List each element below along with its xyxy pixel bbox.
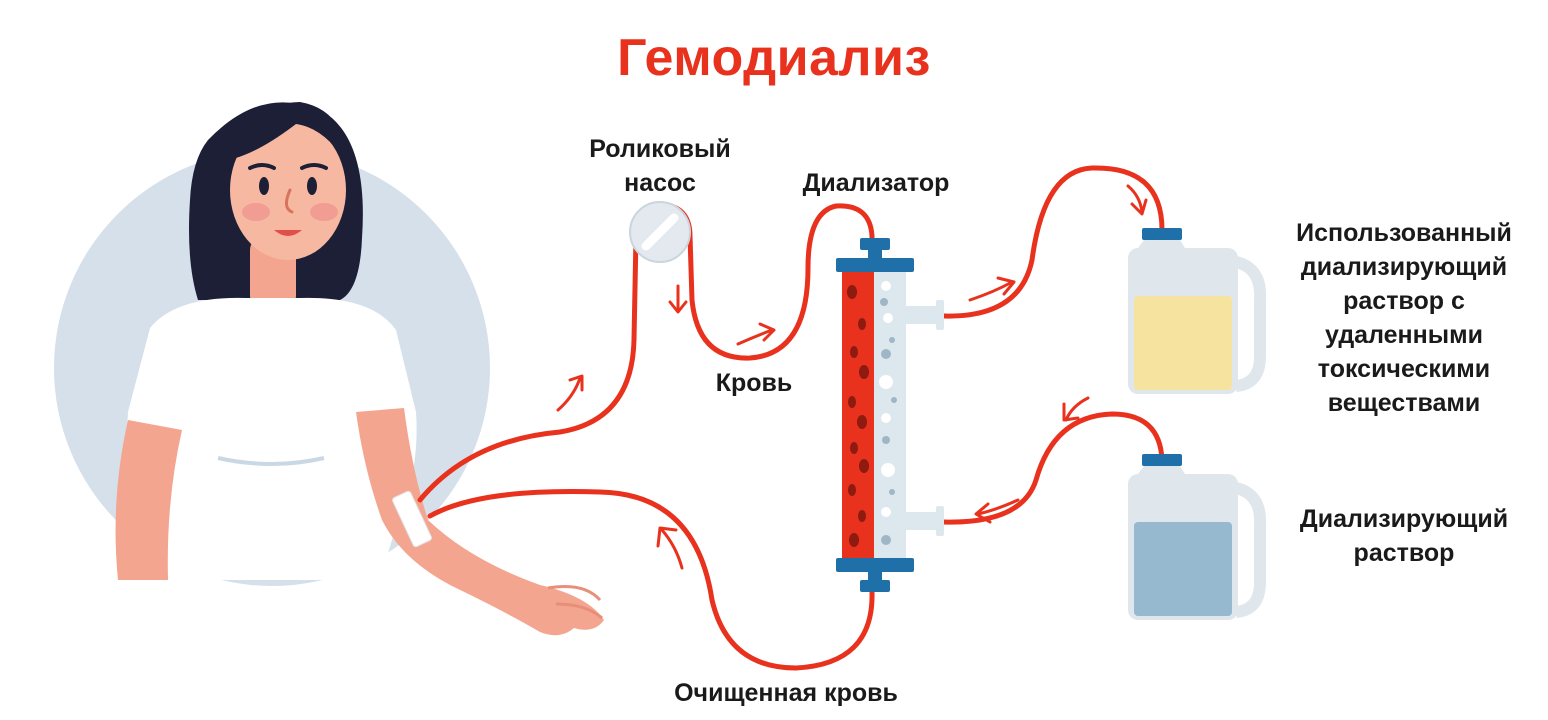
arrow-up-arm xyxy=(556,374,584,412)
flow-arrows xyxy=(556,184,1148,570)
arrow-right-used xyxy=(968,276,1016,302)
arrow-up-return xyxy=(656,526,684,570)
diagram-title: Гемодиализ xyxy=(617,29,931,87)
patient-figure xyxy=(115,102,604,636)
mouth xyxy=(274,230,302,236)
fresh-solution-label: Диализирующий раствор xyxy=(1299,505,1509,567)
dialyzer-label: Диализатор xyxy=(802,169,950,197)
arrow-down-pump xyxy=(668,284,688,314)
left-arm xyxy=(115,420,182,580)
left-eye xyxy=(259,177,269,195)
fresh-solution-jug xyxy=(1128,454,1267,620)
arrow-down-used-jug xyxy=(1126,184,1148,216)
arrow-right-blood xyxy=(736,322,776,346)
catheter-tape xyxy=(392,490,432,548)
blood-label: Кровь xyxy=(715,369,793,397)
roller-pump-label: Роликовый насос xyxy=(589,135,731,197)
used-solution-jug xyxy=(1128,228,1267,394)
clean-blood-label: Очищенная кровь xyxy=(674,679,898,707)
face xyxy=(230,120,346,260)
used-solution-label: Использованный диализирующий раствор с у… xyxy=(1296,219,1512,417)
right-eye xyxy=(307,177,317,195)
arrow-left-fresh-top xyxy=(1062,396,1090,422)
arrow-left-fresh xyxy=(974,498,1020,524)
t-shirt xyxy=(127,297,417,580)
fresh-solution-tube xyxy=(941,411,1165,525)
venous-tube xyxy=(427,489,875,671)
dialyzer xyxy=(836,238,944,592)
right-arm xyxy=(356,408,604,636)
roller-pump xyxy=(629,201,691,263)
used-solution-tube xyxy=(941,165,1165,319)
hair-front xyxy=(218,102,350,178)
